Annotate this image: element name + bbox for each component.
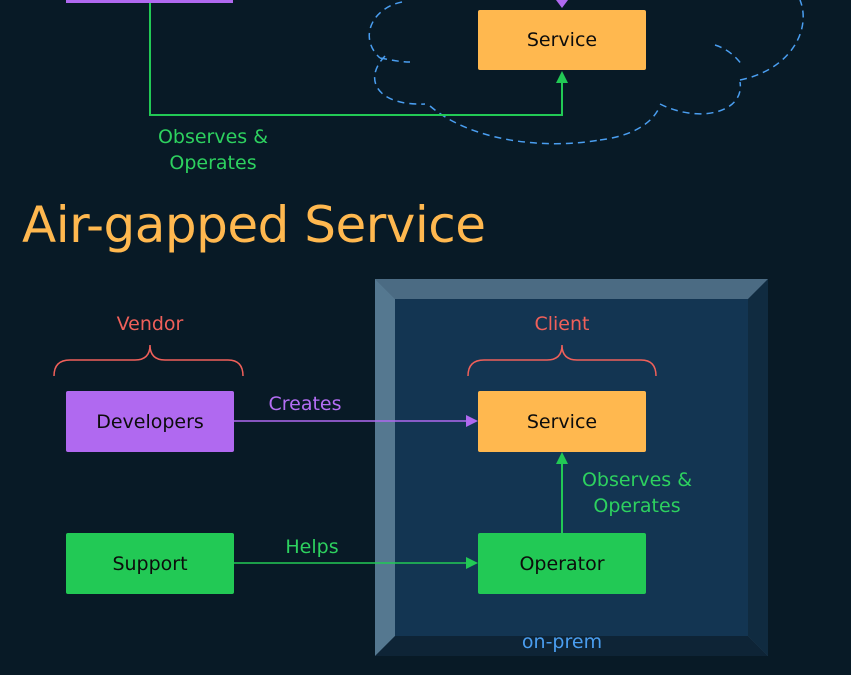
client-brace [467,344,657,377]
top-service-box: Service [478,10,646,70]
top-service-label: Service [526,29,598,51]
developers-box: Developers [66,391,234,452]
observes-operates-label: Observes & Operates [572,467,702,519]
support-label: Support [112,552,188,575]
vendor-group-label: Vendor [116,313,184,335]
service-box: Service [478,391,646,452]
vendor-brace [53,344,244,377]
operator-label: Operator [519,552,605,575]
developers-label: Developers [96,410,204,433]
observes-line2: Operates [593,495,681,517]
top-creates-arrowhead [556,0,568,8]
helps-label: Helps [285,536,339,558]
service-label: Service [526,410,598,433]
top-developers-box-partial [66,0,233,3]
creates-label: Creates [268,393,342,415]
client-group-label: Client [534,313,590,335]
observes-line1: Observes & [581,469,693,491]
onprem-label: on-prem [521,631,603,653]
top-observes-line2: Operates [169,152,257,174]
support-box: Support [66,533,234,594]
top-observes-arrow [149,3,568,116]
top-observes-line1: Observes & [157,126,269,148]
top-observes-operates-label: Observes & Operates [148,124,278,176]
section-title: Air-gapped Service [22,196,486,254]
cloud-outline [368,0,804,145]
operator-box: Operator [478,533,646,594]
